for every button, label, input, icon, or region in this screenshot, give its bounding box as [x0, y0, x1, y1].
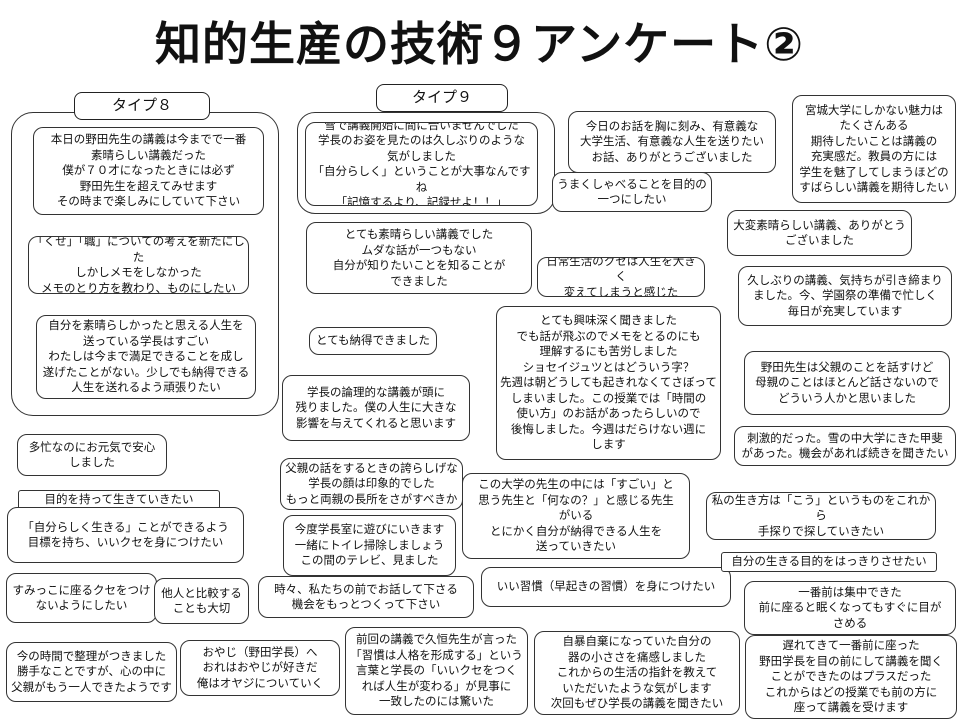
comment-note-17: 前回の講義で久恒先生が言った 「習慣は人格を形成する」という 言葉と学長の「いい…: [345, 627, 528, 715]
comment-note-25: 宮城大学にしかない魅力は たくさんある 期待したいことは講義の 充実感だ。教員の…: [792, 95, 956, 203]
comment-note-27: 久しぶりの講義、気持ちが引き締まり ました。今、学園祭の準備で忙しく 毎日が充実…: [738, 266, 952, 326]
type9-label: タイプ９: [376, 84, 508, 112]
comment-note-1: 本日の野田先生の講義は今までで一番 素晴らしい講義だった 僕が７０才になったとき…: [33, 127, 264, 215]
comment-note-15: 今度学長室に遊びにいきます 一緒にトイレ掃除しましょう この間のテレビ、見ました: [283, 515, 456, 576]
comment-note-21: とても興味深く聞きました でも話が飛ぶのでメモをとるのにも 理解するにも苦労しま…: [496, 306, 721, 460]
comment-note-5: 「自分らしく生きる」ことができるよう 目標を持ち、いいクセを身につけたい: [7, 507, 244, 563]
comment-note-7: 他人と比較する ことも大切: [154, 578, 249, 624]
comment-note-16: 時々、私たちの前でお話して下さる 機会をもっとつくって下さい: [258, 576, 474, 618]
comment-note-26: 大変素晴らしい講義、ありがとう ございました: [727, 210, 912, 256]
comment-note-10: 雪で講義開始に間に合いませんでした 学長のお姿を見たのは久しぶりのような 気がし…: [305, 122, 538, 206]
comment-note-3: 自分を素晴らしかったと思える人生を 送っている学長はすごい わたしは今まで満足で…: [36, 315, 256, 399]
comment-note-12: とても納得できました: [309, 327, 437, 355]
comment-note-30: 私の生き方は「こう」というものをこれから 手探りで探していきたい: [706, 492, 936, 540]
comment-note-29: 刺激的だった。雪の中大学にきた甲斐 があった。機会があれば続きを聞きたい: [734, 426, 956, 466]
comment-note-24: 自暴自棄になっていた自分の 器の小ささを痛感しました これからの生活の指針を教え…: [534, 631, 740, 715]
comment-note-23: いい習慣（早起きの習慣）を身につけたい: [481, 567, 731, 607]
page-title: 知的生産の技術９アンケート②: [154, 17, 805, 71]
comment-note-8: 今の時間で整理がつきました 勝手なことですが、心の中に 父親がもう一人できたよう…: [6, 642, 177, 702]
comment-tag-2: 自分の生きる目的をはっきりさせたい: [721, 552, 937, 572]
type9-group-outline: [297, 112, 555, 214]
comment-note-31: 一番前は集中できた 前に座ると眠くなってもすぐに目が さめる: [744, 581, 956, 635]
comment-note-4: 多忙なのにお元気で安心 しました: [17, 434, 167, 476]
comment-note-28: 野田先生は父親のことを話すけど 母親のことはほとんど話さないので どういう人かと…: [744, 351, 950, 415]
comment-note-19: うまくしゃべることを目的の 一つにしたい: [552, 172, 712, 212]
comment-note-11: とても素晴らしい講義でした ムダな話が一つもない 自分が知りたいことを知ることが…: [306, 222, 532, 294]
comment-note-6: すみっこに座るクセをつけ ないようにしたい: [6, 573, 157, 623]
comment-note-18: 今日のお話を胸に刻み、有意義な 大学生活、有意義な人生を送りたい お話、ありがと…: [568, 111, 776, 173]
comment-note-13: 学長の論理的な講義が頭に 残りました。僕の人生に大きな 影響を与えてくれると思い…: [282, 375, 470, 441]
comment-note-14: 父親の話をするときの誇らしげな 学長の顔は印象的でした もっと両親の長所をさがす…: [280, 458, 463, 510]
comment-note-22: この大学の先生の中には「すごい」と 思う先生と「何なの？」と感じる先生 がいる …: [462, 473, 690, 559]
comment-note-20: 日常生活のクセは人生を大きく 変えてしまうと感じた: [537, 257, 705, 297]
comment-note-2: 「くせ」「職」についての考えを新たにした しかしメモをしなかった メモのとり方を…: [28, 236, 249, 294]
comment-note-9: おやじ（野田学長）へ おれはおやじが好きだ 俺はオヤジについていく: [180, 640, 340, 696]
type8-label: タイプ８: [74, 92, 210, 120]
comment-note-32: 遅れてきて一番前に座った 野田学長を目の前にして講義を聞く ことができたのはプラ…: [745, 635, 957, 719]
